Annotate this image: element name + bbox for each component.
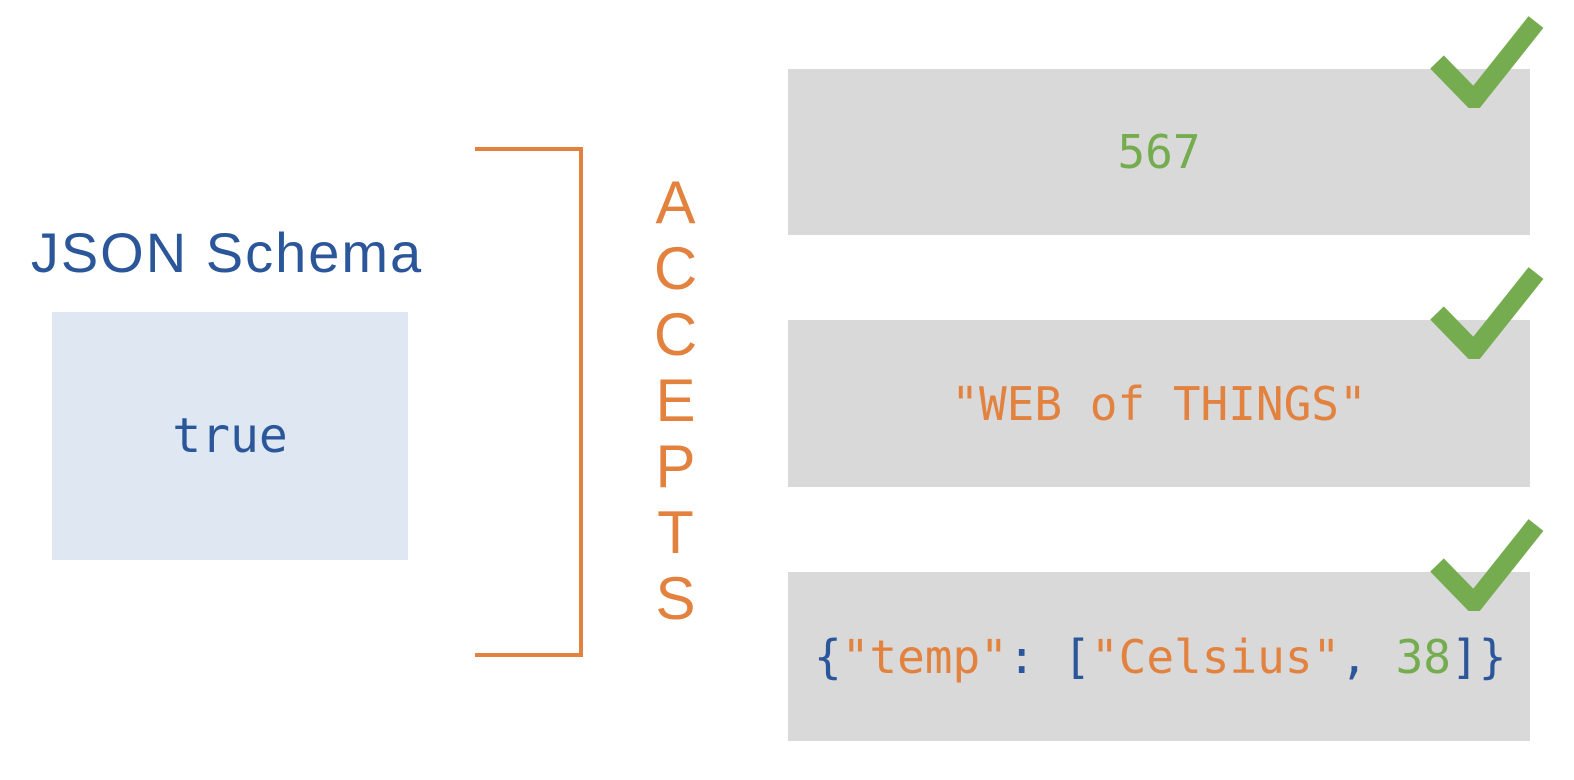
instance-box-object: {"temp": ["Celsius", 38]} xyxy=(788,572,1530,741)
accepts-letter: A xyxy=(655,169,697,236)
code-token: "temp" xyxy=(841,629,1008,684)
checkmark-icon xyxy=(1429,16,1544,108)
code-token: [ xyxy=(1063,629,1091,684)
schema-title: JSON Schema xyxy=(30,221,424,284)
schema-box: true xyxy=(52,312,408,560)
code-token: { xyxy=(814,629,842,684)
checkmark-icon xyxy=(1429,519,1544,611)
accepts-letter: C xyxy=(653,301,699,368)
code-token: , xyxy=(1340,629,1396,684)
schema-value: true xyxy=(172,408,288,464)
code-token: : xyxy=(1007,629,1064,684)
code-token: "Celsius" xyxy=(1090,629,1341,684)
accepts-letter: E xyxy=(655,367,697,434)
instance-value: "WEB of THINGS" xyxy=(951,376,1367,431)
accepts-letter: C xyxy=(653,235,699,302)
instance-box-string: "WEB of THINGS" xyxy=(788,320,1530,487)
accepts-label: A C C E P T S xyxy=(612,170,740,632)
code-token: ]} xyxy=(1451,629,1507,684)
accepts-letter: S xyxy=(655,565,697,632)
code-token: 38 xyxy=(1395,629,1451,684)
accepts-letter: T xyxy=(657,499,695,566)
checkmark-icon xyxy=(1429,267,1544,359)
instance-box-number: 567 xyxy=(788,69,1530,235)
bracket-shape xyxy=(475,147,583,657)
instance-value: 567 xyxy=(1117,125,1201,179)
accepts-letter: P xyxy=(655,433,697,500)
